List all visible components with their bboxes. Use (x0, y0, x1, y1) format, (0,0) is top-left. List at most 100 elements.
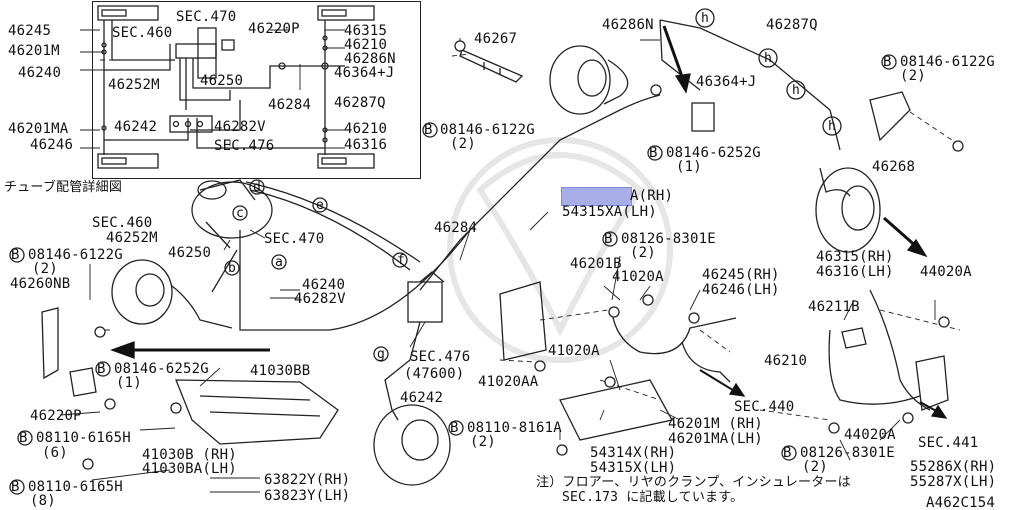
rear-left-caliper (373, 404, 451, 486)
connector-letter: h (764, 51, 773, 66)
label: 46210 (764, 353, 808, 369)
label: 08146-6122G (28, 247, 123, 263)
label: 08110-6165H (28, 479, 123, 495)
label: 08146-6122G (440, 122, 535, 138)
label: 54315XA(LH) (562, 204, 657, 220)
label: SEC.476 (214, 138, 275, 154)
inset-frame (92, 1, 421, 179)
label: 46211B (808, 299, 860, 315)
label: 46245 (8, 23, 52, 39)
label: 55286X(RH) (910, 459, 997, 475)
label: 46242 (114, 119, 158, 135)
connector-letter: f (397, 253, 406, 268)
label: A(RH) (630, 188, 674, 204)
label: 46246 (30, 137, 74, 153)
label: 46201M (RH) (668, 416, 763, 432)
connector-letter: h (792, 83, 801, 98)
connector-circles (224, 8, 842, 362)
label-circled-b: B (11, 247, 20, 263)
label: (2) (630, 245, 656, 261)
label: 46242 (400, 390, 444, 406)
label: (1) (676, 159, 702, 175)
label: 46201MA(LH) (668, 431, 763, 447)
note-line-2: SEC.173 に記載しています。 (562, 490, 744, 505)
label: 41020A (612, 269, 664, 285)
label: SEC.440 (734, 399, 795, 415)
connector-letter: c (236, 206, 245, 221)
label: 41020AA (478, 374, 539, 390)
label: (8) (30, 493, 56, 509)
label-circled-b: B (883, 54, 892, 70)
diagram-code: A462C154 (926, 495, 996, 510)
label: 46201B (570, 256, 622, 272)
label: 46268 (872, 159, 916, 175)
label-circled-b: B (450, 420, 459, 436)
label: 46287Q (334, 95, 386, 111)
label: 46252M (106, 230, 158, 246)
label: 46240 (18, 65, 62, 81)
label: 46201M (8, 43, 60, 59)
label: 46284 (434, 220, 478, 236)
label: SEC.460 (112, 25, 173, 41)
label-circled-b: B (424, 122, 433, 138)
inset-caption: チューブ配管詳細図 (4, 180, 123, 195)
label: (2) (32, 261, 58, 277)
label-circled-b: B (649, 145, 658, 161)
label: SEC.470 (176, 9, 237, 25)
label: 08146-6252G (114, 361, 209, 377)
label: 46250 (200, 73, 244, 89)
label: (1) (116, 375, 142, 391)
connector-letter: d (253, 180, 262, 195)
label: SEC.476 (410, 349, 471, 365)
connector-letter: a (275, 255, 284, 270)
label: (2) (900, 68, 926, 84)
label: 46315(RH) (816, 249, 894, 265)
label: 46246(LH) (702, 282, 780, 298)
label: (6) (42, 445, 68, 461)
label: (2) (470, 434, 496, 450)
connector-letter: g (377, 347, 386, 362)
label: 08110-8161A (467, 420, 562, 436)
label: 46267 (474, 31, 518, 47)
label: 46201MA (8, 121, 69, 137)
arrows (110, 25, 948, 419)
label-circled-b: B (19, 430, 28, 446)
master-cylinder (191, 94, 661, 411)
label-circled-b: B (11, 479, 20, 495)
label-circled-b: B (783, 445, 792, 461)
label: 46282V (294, 291, 346, 307)
label: 46316 (344, 137, 388, 153)
label: 08146-6252G (666, 145, 761, 161)
label: 46287Q (766, 17, 818, 33)
label: 46282V (214, 119, 266, 135)
label: 41020A (548, 343, 600, 359)
label: 46364+J (696, 74, 757, 90)
inset-piping-detail (97, 5, 375, 169)
label: 46316(LH) (816, 264, 894, 280)
label: 54314X(RH) (590, 445, 677, 461)
label: 46250 (168, 245, 212, 261)
connector-letter: b (228, 261, 237, 276)
dashed-leaders (100, 53, 961, 421)
highlighted-part-label (561, 187, 632, 206)
label: 41030BA(LH) (142, 461, 237, 477)
connector-letter: h (828, 119, 837, 134)
label: SEC.441 (918, 435, 979, 451)
label: 08146-6122G (900, 54, 995, 70)
connector-letter: h (701, 11, 710, 26)
label: 46286N (344, 51, 396, 67)
label-circled-b: B (97, 361, 106, 377)
label-circled-b: B (604, 231, 613, 247)
label: 46245(RH) (702, 267, 780, 283)
label: 08110-6165H (36, 430, 131, 446)
label: (2) (802, 459, 828, 475)
label: (2) (450, 136, 476, 152)
connector-letter: e (316, 198, 325, 213)
circled-b-markers (9, 54, 897, 495)
label: 46210 (344, 37, 388, 53)
front-right-assembly (828, 289, 949, 411)
label: 46260NB (10, 276, 71, 292)
bolts (82, 40, 964, 470)
